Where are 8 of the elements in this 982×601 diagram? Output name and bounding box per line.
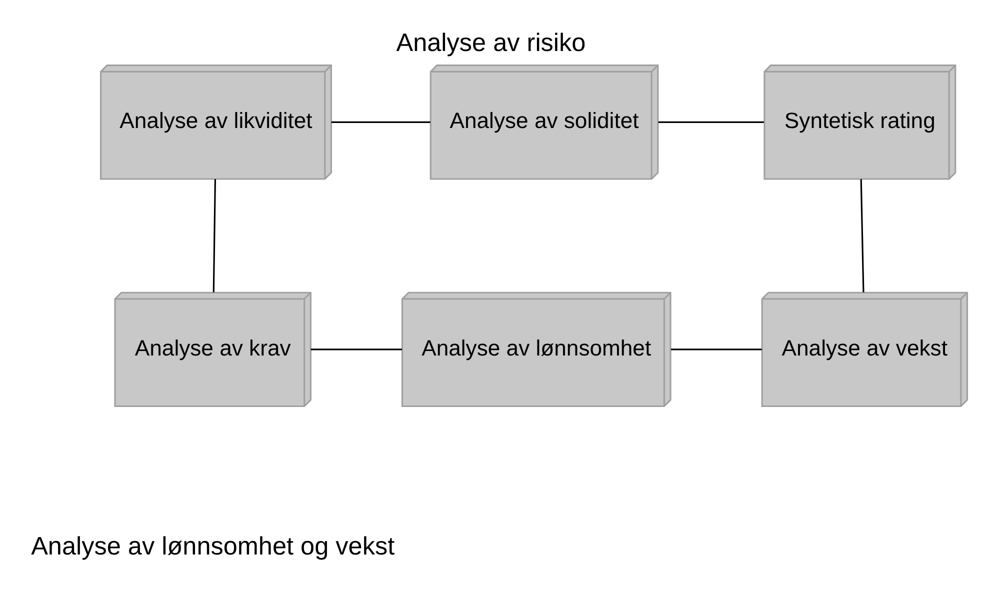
connector (860, 179, 864, 292)
diagram-title: Analyse av risiko (396, 28, 586, 57)
connector (658, 121, 764, 123)
connector (331, 121, 430, 123)
connector (310, 348, 402, 350)
label: Analyse av lønnsomhet og vekst (31, 532, 395, 560)
connector (671, 348, 762, 350)
connector (212, 179, 216, 292)
